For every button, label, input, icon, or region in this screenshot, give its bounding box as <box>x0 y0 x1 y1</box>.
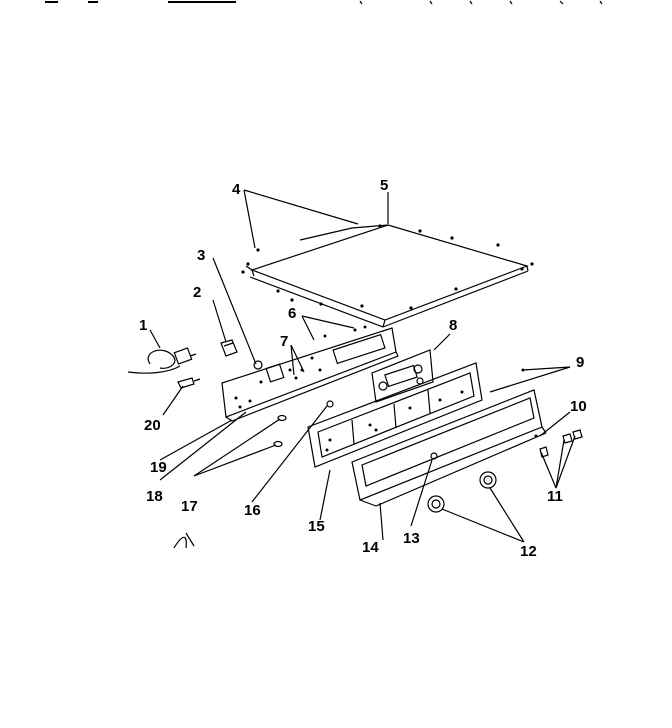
callout-2: 2 <box>193 284 201 301</box>
callout-13: 13 <box>403 530 420 547</box>
callout-9: 9 <box>576 354 584 371</box>
callout-7: 7 <box>280 333 288 350</box>
callout-4: 4 <box>232 181 241 198</box>
callout-20: 20 <box>144 417 161 434</box>
power-cord-part <box>127 347 197 374</box>
control-panel-bracket <box>221 325 399 422</box>
stray-mark <box>173 532 195 549</box>
callout-19: 19 <box>150 459 167 476</box>
part-16 <box>326 400 334 408</box>
small-switch-part <box>220 339 238 357</box>
callout-12: 12 <box>520 543 537 560</box>
callout-18: 18 <box>146 488 163 505</box>
callout-16: 16 <box>244 502 261 519</box>
callout-3: 3 <box>197 247 205 264</box>
small-fastener-20 <box>177 377 201 389</box>
callout-17: 17 <box>181 498 198 515</box>
callout-15: 15 <box>308 518 325 535</box>
callout-labels: 4 5 3 2 6 7 8 1 9 10 20 19 18 17 16 15 1… <box>139 177 587 560</box>
callout-14: 14 <box>362 539 379 556</box>
callout-1: 1 <box>139 317 147 334</box>
callout-11: 11 <box>547 488 563 505</box>
screws <box>539 429 583 458</box>
callout-10: 10 <box>570 398 587 415</box>
top-cover-panel <box>241 224 534 328</box>
clips-17 <box>273 414 287 448</box>
control-panel-face <box>307 362 483 468</box>
control-knobs <box>427 471 497 513</box>
front-trim-panel <box>351 389 547 507</box>
top-edge-marks <box>45 0 603 5</box>
callout-8: 8 <box>449 317 457 334</box>
callout-6: 6 <box>288 305 296 322</box>
callout-5: 5 <box>380 177 388 194</box>
small-part-10 <box>534 434 538 438</box>
indicator-lens <box>430 452 438 460</box>
leader-lines <box>149 189 576 543</box>
